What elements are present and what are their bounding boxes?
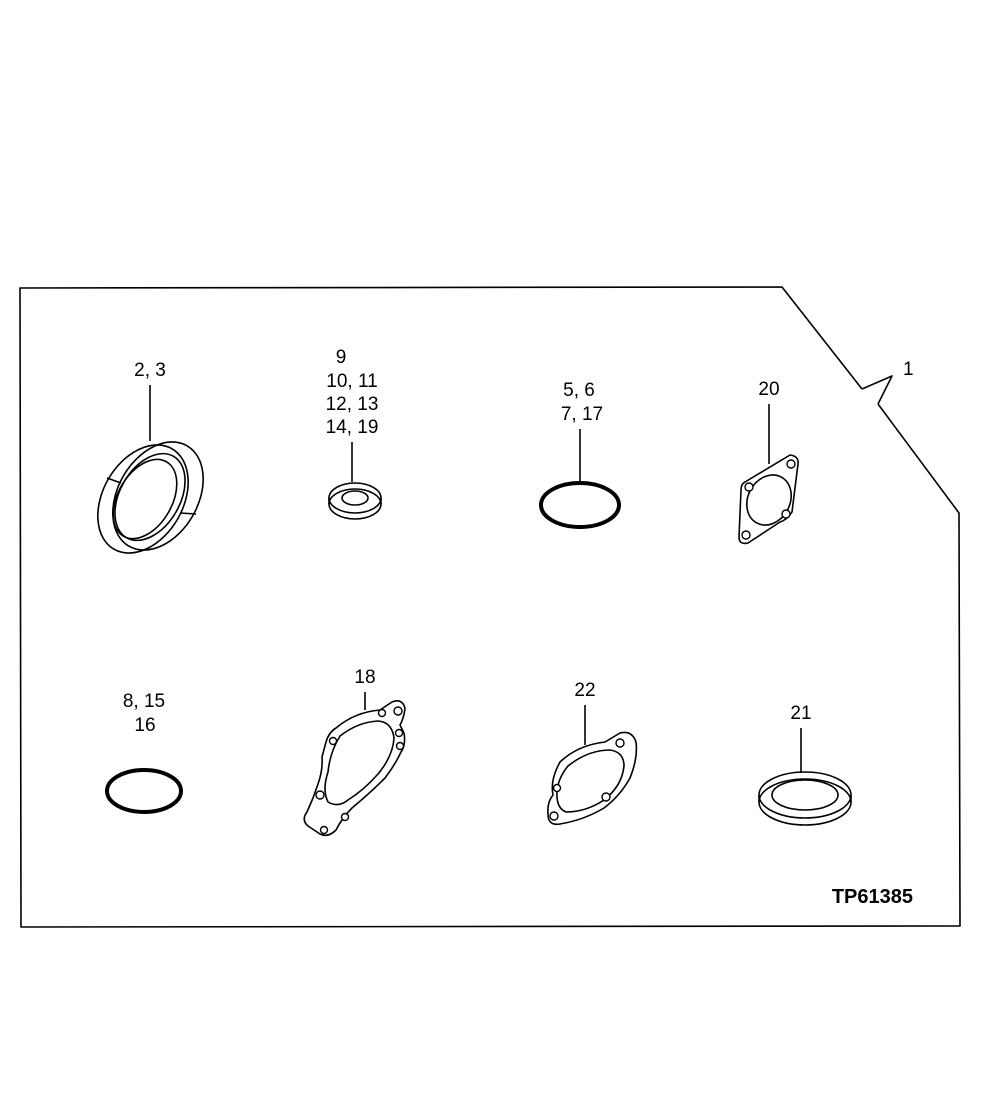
kit-boundary [19,286,961,928]
washer-small-callout-line-3: 12, 13 [326,394,379,415]
washer-small-callout-line-2: 10, 11 [326,371,377,392]
o-ring-large-icon [539,481,621,529]
gasket-oval-icon [547,731,638,826]
gasket-large-callout: 18 [354,667,375,688]
washer-small-callout-line-1: 9 [336,347,347,368]
o-ring-small-group: 8, 15 16 [105,691,183,814]
o-ring-large-callout-line-2: 7, 17 [561,404,603,425]
seal-large-callout-line-1: 2, 3 [134,360,166,381]
o-ring-small-icon [105,768,183,814]
seal-ring-flat-callout: 21 [790,703,811,724]
seal-large-group: 2, 3 [97,360,204,554]
gasket-large-group: 18 [303,667,406,837]
o-ring-large-callout-line-1: 5, 6 [563,380,595,401]
gasket-large-icon [303,700,406,837]
gasket-oval-group: 22 [547,680,638,826]
kit-callout: 1 [903,359,914,380]
washer-small-icon [328,482,382,520]
washer-small-group: 9 10, 11 12, 13 14, 19 [326,347,382,520]
gasket-square-group: 20 [738,379,799,545]
kit-leader-zigzag [861,375,893,405]
o-ring-large-group: 5, 6 7, 17 [539,380,621,529]
o-ring-small-callout-line-1: 8, 15 [123,691,165,712]
seal-ring-flat-group: 21 [758,703,852,826]
figure-id: TP61385 [832,886,913,908]
seal-large-icon [97,441,204,554]
gasket-oval-callout: 22 [574,680,595,701]
seal-ring-flat-icon [758,771,852,826]
washer-small-callout-line-4: 14, 19 [326,417,379,438]
gasket-square-icon [738,454,799,545]
o-ring-small-callout-line-2: 16 [134,715,155,736]
gasket-square-callout: 20 [758,379,779,400]
